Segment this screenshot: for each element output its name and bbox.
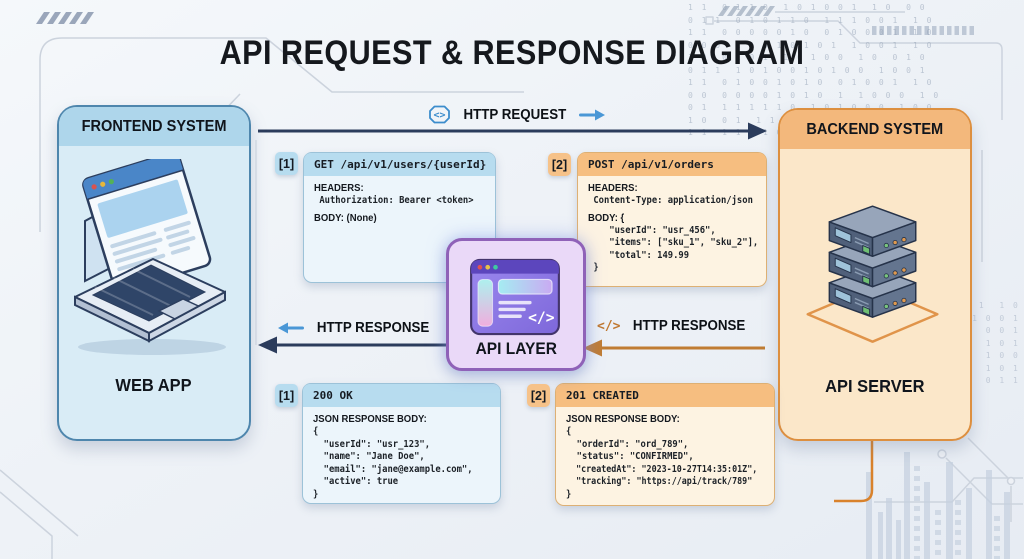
- svg-text:<>: <>: [433, 110, 445, 121]
- response-200-card: 200 OK JSON RESPONSE BODY: { "userId": "…: [302, 383, 501, 504]
- http-request-label-group: <> HTTP REQUEST: [428, 105, 605, 124]
- http-response-frontend-label-group: HTTP RESPONSE: [278, 320, 434, 336]
- request-1-badge: [1]: [275, 152, 298, 175]
- arrow-right-icon: [578, 109, 605, 120]
- laptop-illustration: [74, 159, 226, 355]
- http-request-label: HTTP REQUEST: [463, 106, 567, 123]
- http-response-frontend-label: HTTP RESPONSE: [316, 320, 430, 336]
- page-title: API REQUEST & RESPONSE DIAGRAM: [219, 34, 805, 72]
- response-to-frontend-arrow: [258, 336, 450, 354]
- body-line: BODY: (None): [314, 212, 377, 224]
- json-line: "active": true: [313, 476, 399, 487]
- json-line: "createdAt": "2023-10-27T14:35:01Z",: [566, 463, 758, 475]
- response-1-badge: [1]: [275, 384, 298, 407]
- headers-value: Content-Type: application/json: [588, 195, 753, 206]
- stripes-top-left: [36, 12, 94, 24]
- headers-label: HEADERS:: [314, 183, 364, 194]
- status-201: 201 CREATED: [556, 384, 774, 407]
- arrow-left-icon: [278, 322, 304, 334]
- backend-system-box: BACKEND SYSTEM: [778, 108, 972, 441]
- server-stack-illustration: [806, 205, 939, 343]
- json-line: "email": "jane@example.com",: [313, 463, 473, 475]
- get-endpoint: GET /api/v1/users/{userId}: [304, 153, 495, 176]
- api-layer-label: API LAYER: [475, 340, 557, 358]
- backend-connector-trace: [834, 437, 874, 503]
- response-201-card: 201 CREATED JSON RESPONSE BODY: { "order…: [555, 383, 775, 506]
- code-tag-icon: </>: [597, 318, 621, 334]
- json-response-body-label: JSON RESPONSE BODY:: [313, 414, 427, 425]
- code-tag-glyph: </>: [528, 309, 555, 326]
- backend-system-title: BACKEND SYSTEM: [806, 120, 944, 138]
- api-layer-illustration: </>: [470, 258, 560, 336]
- json-line: "status": "CONFIRMED",: [566, 451, 694, 462]
- post-request-card: POST /api/v1/orders HEADERS: Content-Typ…: [577, 152, 767, 287]
- json-line: }: [566, 488, 572, 500]
- json-line: }: [313, 488, 319, 500]
- body-close: }: [588, 262, 599, 273]
- json-line: "items": ["sku_1", "sku_2"],: [588, 237, 759, 248]
- backend-caption: API SERVER: [780, 376, 970, 397]
- api-layer-caption: API LAYER: [449, 340, 583, 359]
- api-layer-box: </> API LAYER: [446, 238, 586, 371]
- body-open: BODY: {: [588, 212, 625, 224]
- json-line: "name": "Jane Doe",: [313, 451, 425, 462]
- response-to-api-layer-arrow: [583, 339, 765, 357]
- equalizer-bars: [866, 452, 1010, 559]
- frontend-system-box: FRONTEND SYSTEM: [57, 105, 251, 441]
- server-unit: [828, 205, 917, 258]
- json-line: "tracking": "https://api/track/789": [566, 476, 753, 487]
- post-endpoint: POST /api/v1/orders: [578, 153, 766, 176]
- request-2-badge: [2]: [548, 153, 571, 176]
- json-line: "userId": "usr_456",: [588, 224, 716, 236]
- json-line: "total": 149.99: [588, 249, 690, 261]
- frontend-system-title: FRONTEND SYSTEM: [81, 117, 227, 135]
- http-response-backend-label-group: </> HTTP RESPONSE: [597, 318, 751, 334]
- json-line: {: [313, 426, 319, 437]
- web-app-label: WEB APP: [115, 375, 193, 395]
- http-response-backend-label: HTTP RESPONSE: [633, 318, 746, 334]
- response-2-badge: [2]: [527, 384, 550, 407]
- json-line: "orderId": "ord_789",: [566, 438, 689, 450]
- frontend-caption: WEB APP: [59, 375, 249, 396]
- json-line: {: [566, 426, 572, 437]
- status-200: 200 OK: [303, 384, 500, 407]
- frontend-system-header: FRONTEND SYSTEM: [59, 107, 249, 146]
- json-response-body-label: JSON RESPONSE BODY:: [566, 414, 680, 425]
- json-line: "userId": "usr_123",: [313, 438, 431, 450]
- headers-label: HEADERS:: [588, 183, 638, 194]
- headers-value: Authorization: Bearer <token>: [314, 195, 474, 206]
- code-badge-icon: <>: [429, 105, 450, 124]
- backend-system-header: BACKEND SYSTEM: [780, 110, 970, 149]
- api-server-label: API SERVER: [825, 376, 925, 396]
